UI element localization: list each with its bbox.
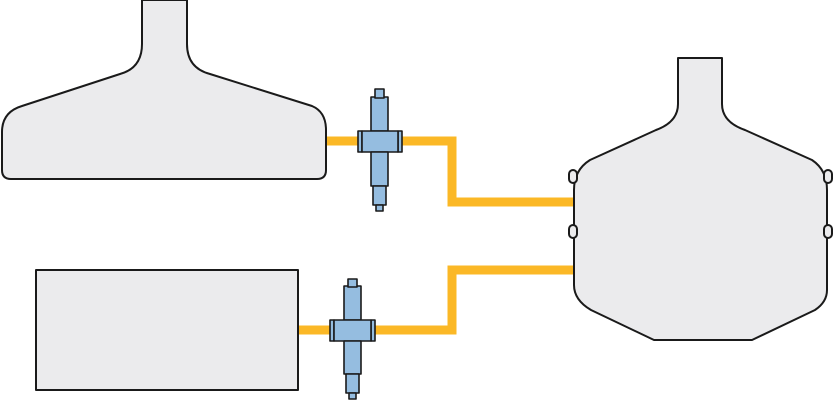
rectangular-tank <box>35 269 299 391</box>
reactor-lug-right-lower <box>823 224 833 239</box>
reactor-lug-left-lower <box>568 224 578 239</box>
upper-valve[interactable] <box>357 88 403 212</box>
lower-valve-nozzle <box>345 373 360 394</box>
upper-valve-tip <box>375 204 384 212</box>
lower-valve-stem-top <box>343 285 362 321</box>
upper-valve-nozzle <box>372 185 387 206</box>
lower-valve-stem-bottom <box>343 340 362 375</box>
upper-valve-stem-bottom <box>370 151 389 187</box>
upper-valve-stem-top <box>370 96 389 132</box>
lower-valve[interactable] <box>329 278 376 400</box>
reactor-vessel-body <box>573 57 828 341</box>
upper-valve-stem-cap <box>374 88 385 99</box>
lower-valve-tip <box>348 392 357 400</box>
reactor-vessel <box>568 57 833 341</box>
flask-tank <box>1 0 327 180</box>
upper-valve-body <box>361 130 399 153</box>
lower-valve-stem-cap <box>347 278 358 288</box>
reactor-lug-right-upper <box>823 169 833 184</box>
reactor-lug-left-upper <box>568 169 578 184</box>
lower-valve-body <box>333 319 372 342</box>
